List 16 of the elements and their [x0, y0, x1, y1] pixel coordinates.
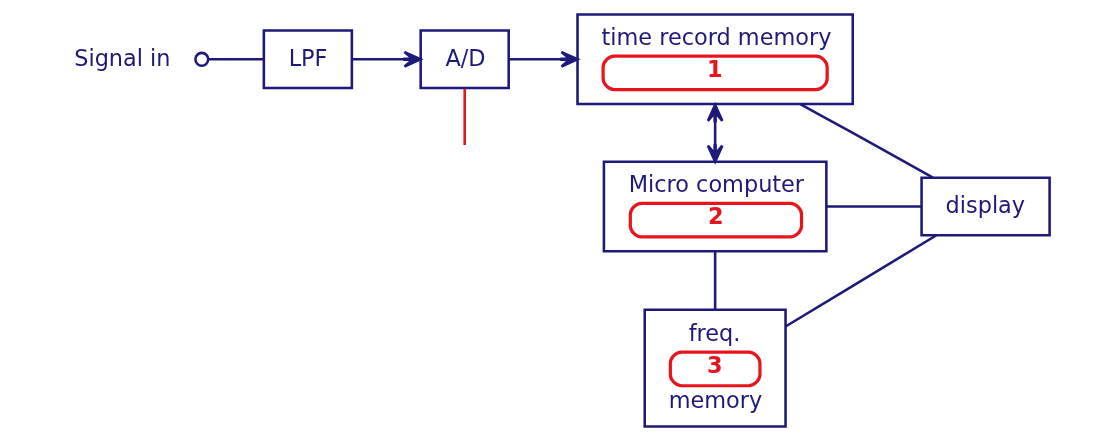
arrow [508, 50, 579, 68]
node-box: time record memory 1 [576, 13, 855, 106]
node-box: freq. 3 memory [643, 308, 787, 428]
connector [784, 234, 937, 328]
connector [799, 103, 934, 179]
connector [463, 88, 466, 145]
connector [713, 251, 717, 310]
node-box: display [920, 176, 1051, 237]
arrow [352, 50, 422, 68]
node-box: Micro computer 2 [602, 160, 828, 253]
node-box: LPF [262, 29, 354, 90]
node-box: A/D [419, 29, 510, 90]
node-text: Signal in [74, 44, 171, 71]
connector [194, 51, 264, 67]
connector [827, 205, 922, 208]
arrow [706, 103, 724, 163]
